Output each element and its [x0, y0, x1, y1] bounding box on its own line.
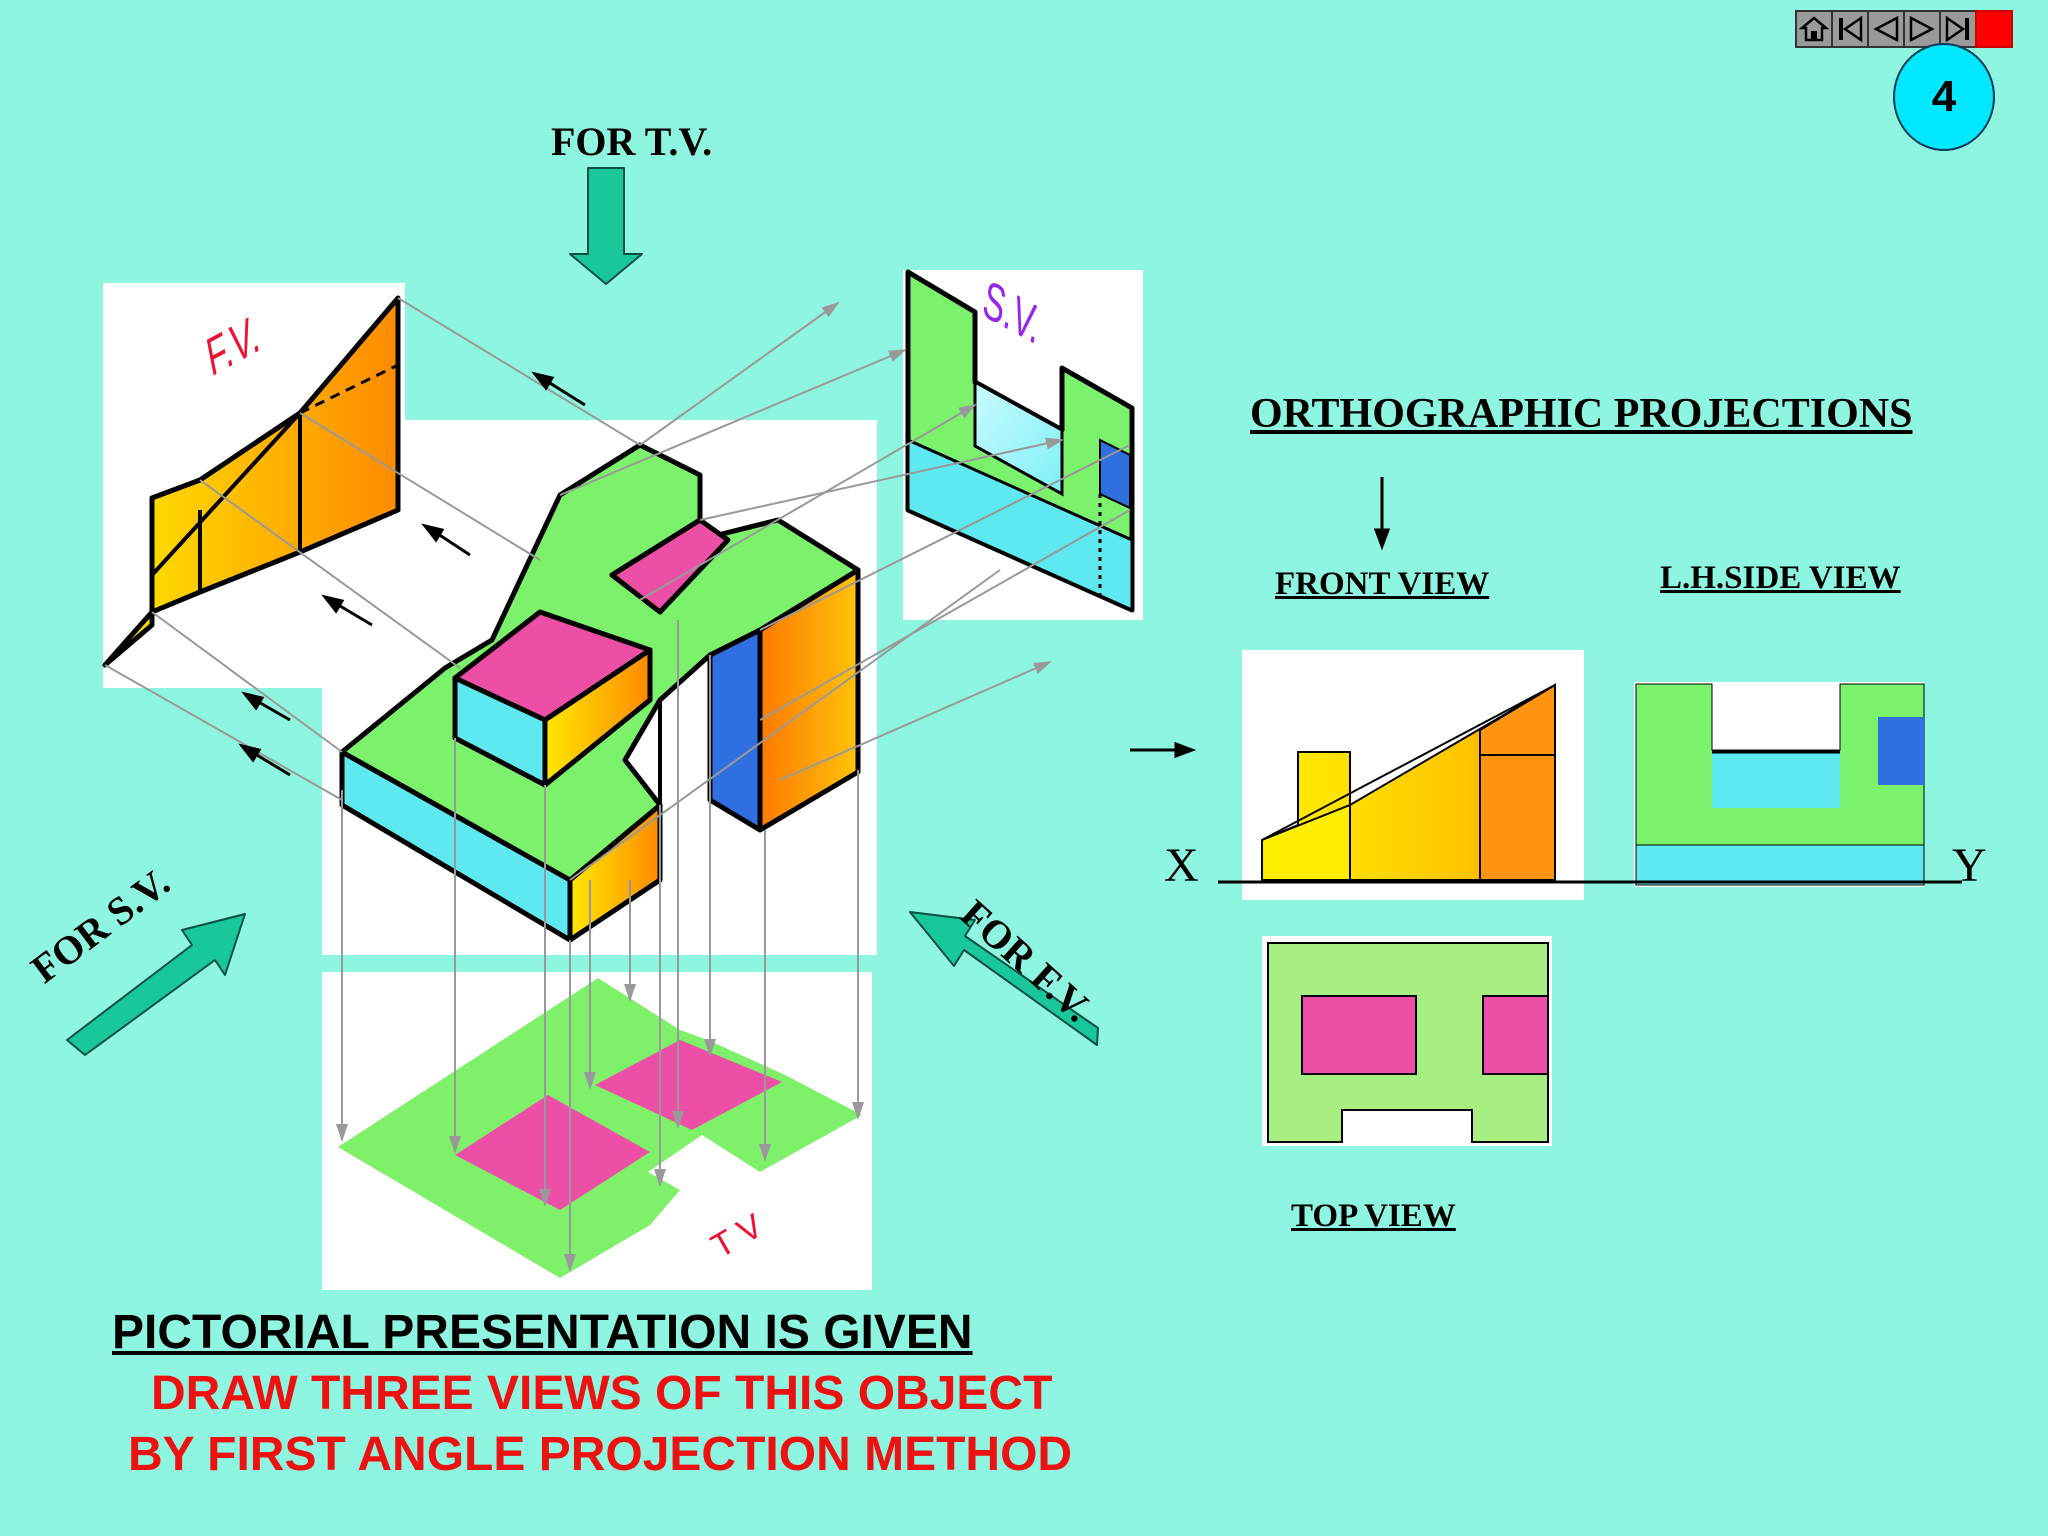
tv-direction-arrow [569, 167, 643, 285]
instruction-line-3: BY FIRST ANGLE PROJECTION METHOD [128, 1428, 1073, 1481]
first-slide-icon [1839, 15, 1863, 43]
instruction-line-2: DRAW THREE VIEWS OF THIS OBJECT [151, 1367, 1053, 1420]
side-view-drawing [1634, 682, 1925, 887]
page-number-badge: 4 [1893, 43, 1995, 151]
side-view-label: L.H.SIDE VIEW [1660, 560, 1901, 596]
fv-direction-arrow [909, 911, 1099, 1046]
home-button[interactable] [1795, 10, 1833, 48]
top-view-label: TOP VIEW [1291, 1198, 1456, 1234]
slide-navigation [1795, 10, 2013, 50]
isometric-object [339, 442, 861, 943]
projection-lines [104, 297, 1131, 1272]
top-view-drawing [1262, 936, 1552, 1146]
instruction-line-1: PICTORIAL PRESENTATION IS GIVEN [112, 1306, 973, 1359]
x-axis-label: X [1164, 839, 1199, 892]
tv-plane [338, 978, 862, 1278]
front-view-label: FRONT VIEW [1275, 566, 1490, 602]
page-title: ORTHOGRAPHIC PROJECTIONS [1250, 391, 1913, 437]
last-slide-button[interactable] [1939, 10, 1977, 48]
stop-button[interactable] [1975, 10, 2013, 48]
sv-plane [905, 269, 1135, 613]
last-slide-icon [1945, 15, 1969, 43]
previous-slide-icon [1873, 15, 1899, 43]
for-tv-label: FOR T.V. [551, 119, 713, 164]
front-view-drawing [1242, 650, 1584, 900]
first-slide-button[interactable] [1831, 10, 1869, 48]
next-slide-icon [1909, 15, 1935, 43]
home-icon [1799, 16, 1829, 42]
next-slide-button[interactable] [1903, 10, 1941, 48]
leader-arrows [238, 371, 1391, 777]
previous-slide-button[interactable] [1867, 10, 1905, 48]
y-axis-label: Y [1952, 839, 1987, 892]
big-arrows [66, 167, 1099, 1056]
sv-direction-arrow [66, 913, 246, 1056]
